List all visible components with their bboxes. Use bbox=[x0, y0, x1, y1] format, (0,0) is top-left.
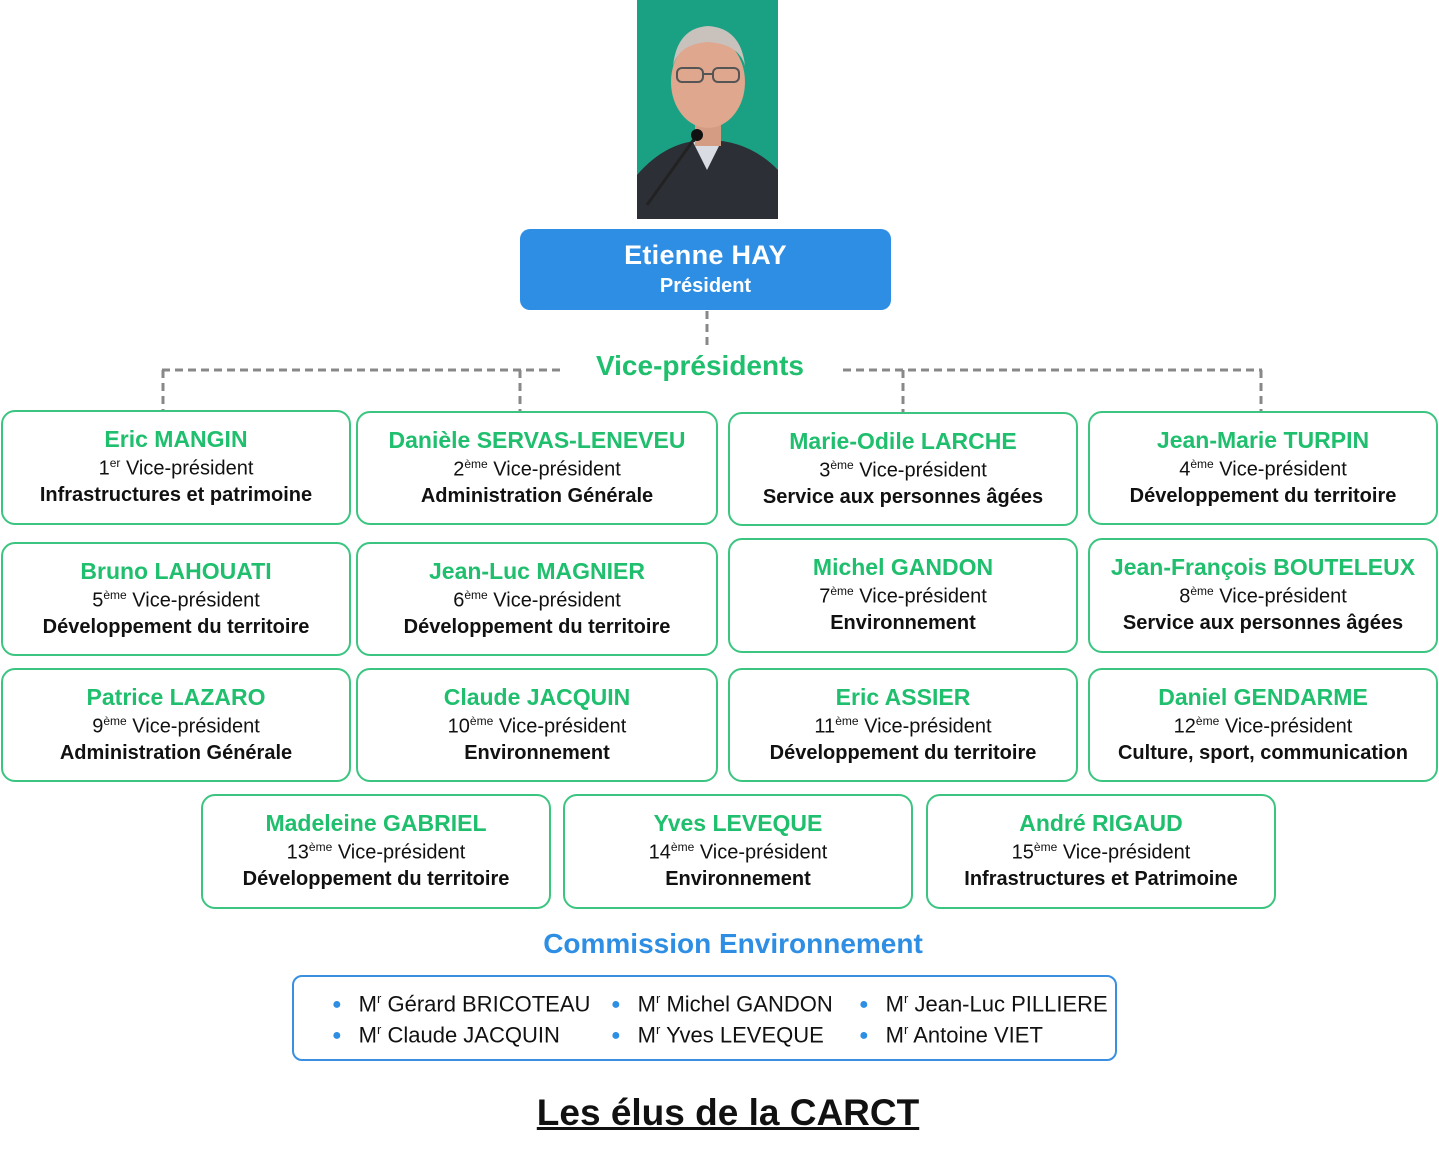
vp-domain: Développement du territoire bbox=[769, 741, 1037, 764]
commission-member: ●Mr Antoine VIET bbox=[859, 1022, 1043, 1048]
vp-rank: 6ème Vice-président bbox=[453, 588, 621, 612]
vp-rank: 12ème Vice-président bbox=[1173, 714, 1353, 738]
vp-domain: Infrastructures et patrimoine bbox=[39, 483, 313, 506]
commission-member: ●Mr Michel GANDON bbox=[611, 991, 833, 1017]
vp-domain: Environnement bbox=[665, 867, 811, 890]
president-title: Président bbox=[659, 275, 752, 297]
vp-name: Michel GANDON bbox=[812, 554, 994, 580]
vp-card-5: Bruno LAHOUATI 5ème Vice-président Dével… bbox=[1, 542, 351, 656]
bullet-icon: ● bbox=[332, 996, 342, 1014]
vp-rank: 10ème Vice-président bbox=[447, 714, 627, 738]
vp-name: Jean-François BOUTELEUX bbox=[1110, 554, 1416, 580]
vp-card-8: Jean-François BOUTELEUX 8ème Vice-présid… bbox=[1088, 538, 1438, 653]
president-portrait bbox=[637, 0, 778, 219]
footer-title: Les élus de la CARCT bbox=[536, 1092, 920, 1133]
vp-name: Jean-Luc MAGNIER bbox=[429, 558, 645, 584]
vp-name: Jean-Marie TURPIN bbox=[1156, 427, 1370, 453]
commission-member: ●Mr Yves LEVEQUE bbox=[611, 1022, 824, 1048]
vp-domain: Environnement bbox=[830, 611, 976, 634]
vp-domain: Développement du territoire bbox=[242, 867, 510, 890]
vp-name: Eric MANGIN bbox=[104, 426, 248, 452]
vp-domain: Administration Générale bbox=[420, 484, 654, 507]
vp-card-6: Jean-Luc MAGNIER 6ème Vice-président Dév… bbox=[356, 542, 718, 656]
vp-card-11: Eric ASSIER 11ème Vice-président Dévelop… bbox=[728, 668, 1078, 782]
vp-rank: 7ème Vice-président bbox=[819, 584, 987, 608]
president-name: Etienne HAY bbox=[624, 240, 787, 270]
vp-name: Madeleine GABRIEL bbox=[265, 810, 487, 836]
vp-domain: Environnement bbox=[464, 741, 610, 764]
vp-domain: Culture, sport, communication bbox=[1117, 741, 1409, 764]
vp-name: André RIGAUD bbox=[1019, 810, 1183, 836]
vp-rank: 2ème Vice-président bbox=[453, 457, 621, 481]
bullet-icon: ● bbox=[859, 996, 869, 1014]
vice-presidents-heading: Vice-présidents bbox=[595, 350, 805, 381]
vp-rank: 4ème Vice-président bbox=[1179, 457, 1347, 481]
vp-rank: 1er Vice-président bbox=[98, 456, 254, 480]
vp-card-10: Claude JACQUIN 10ème Vice-président Envi… bbox=[356, 668, 718, 782]
vp-card-15: André RIGAUD 15ème Vice-président Infras… bbox=[926, 794, 1276, 909]
vp-name: Patrice LAZARO bbox=[86, 684, 266, 710]
vp-rank: 14ème Vice-président bbox=[648, 840, 828, 864]
vp-name: Claude JACQUIN bbox=[443, 684, 631, 710]
vp-card-12: Daniel GENDARME 12ème Vice-président Cul… bbox=[1088, 668, 1438, 782]
vp-rank: 11ème Vice-président bbox=[814, 714, 992, 738]
vp-rank: 13ème Vice-président bbox=[286, 840, 466, 864]
vp-domain: Service aux personnes âgées bbox=[762, 485, 1044, 508]
vp-card-4: Jean-Marie TURPIN 4ème Vice-président Dé… bbox=[1088, 411, 1438, 525]
bullet-icon: ● bbox=[611, 996, 621, 1014]
vp-card-2: Danièle SERVAS-LENEVEU 2ème Vice-préside… bbox=[356, 411, 718, 525]
vp-card-14: Yves LEVEQUE 14ème Vice-président Enviro… bbox=[563, 794, 913, 909]
vp-rank: 9ème Vice-président bbox=[92, 714, 260, 738]
vp-rank: 3ème Vice-président bbox=[819, 458, 987, 482]
vp-name: Yves LEVEQUE bbox=[653, 810, 823, 836]
bullet-icon: ● bbox=[859, 1027, 869, 1045]
commission-member: ●Mr Jean-Luc PILLIERE bbox=[859, 991, 1108, 1017]
org-connectors bbox=[161, 311, 1263, 412]
bullet-icon: ● bbox=[611, 1027, 621, 1045]
vp-name: Danièle SERVAS-LENEVEU bbox=[388, 427, 686, 453]
vp-name: Daniel GENDARME bbox=[1158, 684, 1368, 710]
vp-domain: Infrastructures et Patrimoine bbox=[964, 867, 1238, 890]
vp-card-9: Patrice LAZARO 9ème Vice-président Admin… bbox=[1, 668, 351, 782]
commission-heading: Commission Environnement bbox=[543, 928, 923, 959]
commission-members-box: ●Mr Gérard BRICOTEAU ●Mr Claude JACQUIN … bbox=[292, 975, 1117, 1061]
commission-member: ●Mr Gérard BRICOTEAU bbox=[332, 991, 591, 1017]
vp-rank: 5ème Vice-président bbox=[92, 588, 260, 612]
vp-name: Marie-Odile LARCHE bbox=[789, 428, 1017, 454]
vp-domain: Développement du territoire bbox=[403, 615, 671, 638]
vp-domain: Service aux personnes âgées bbox=[1122, 611, 1404, 634]
vp-name: Eric ASSIER bbox=[835, 684, 971, 710]
vp-domain: Développement du territoire bbox=[42, 615, 310, 638]
bullet-icon: ● bbox=[332, 1027, 342, 1045]
vp-rank: 8ème Vice-président bbox=[1179, 584, 1347, 608]
vp-card-1: Eric MANGIN 1er Vice-président Infrastru… bbox=[1, 410, 351, 525]
vp-domain: Développement du territoire bbox=[1129, 484, 1397, 507]
vp-domain: Administration Générale bbox=[59, 741, 293, 764]
commission-member: ●Mr Claude JACQUIN bbox=[332, 1022, 560, 1048]
vp-card-7: Michel GANDON 7ème Vice-président Enviro… bbox=[728, 538, 1078, 653]
president-box: Etienne HAY Président bbox=[520, 229, 891, 310]
president-photo bbox=[637, 0, 778, 219]
vp-rank: 15ème Vice-président bbox=[1011, 840, 1191, 864]
vp-name: Bruno LAHOUATI bbox=[80, 558, 272, 584]
vp-card-13: Madeleine GABRIEL 13ème Vice-président D… bbox=[201, 794, 551, 909]
vp-card-3: Marie-Odile LARCHE 3ème Vice-président S… bbox=[728, 412, 1078, 526]
